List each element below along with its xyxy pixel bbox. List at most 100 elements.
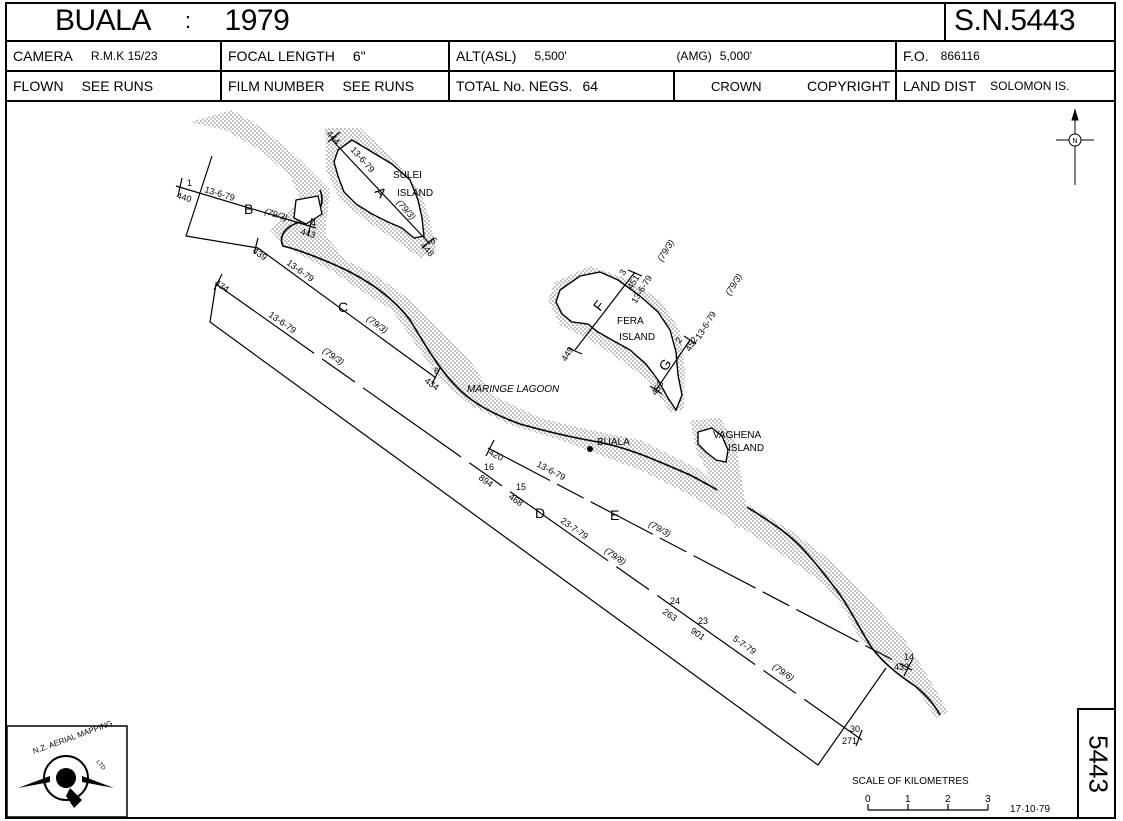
run-d-start: 434 (213, 277, 231, 294)
run-d-label-16: 16 (484, 462, 494, 472)
alt-asl-value: 5,500' (534, 49, 567, 63)
fo-cell: F.O. 866116 (897, 42, 1116, 72)
scale-tick-1: 1 (905, 794, 911, 805)
flight-plot-map: N SULEI ISLAND FERA ISLAND VAGHENA ISLAN… (7, 108, 1094, 817)
north-label: N (1072, 138, 1077, 145)
alt-asl-label: ALT(ASL) (456, 48, 517, 64)
fera-island-label: ISLAND (619, 332, 655, 343)
run-b-date: 13-6-79 (203, 184, 236, 203)
land-district-cell: LAND DIST SOLOMON IS. (897, 72, 1116, 102)
run-e-date: 13-6-79 (535, 459, 567, 482)
coverage-boundary (185, 155, 259, 249)
tick (421, 237, 435, 249)
scale-bar (867, 804, 989, 811)
maringe-lagoon-label: MARINGE LAGOON (467, 384, 560, 395)
run-d-film-b: (79/8) (603, 545, 628, 567)
run-b-end: 443 (299, 226, 316, 240)
run-e-end-top: 14 (904, 652, 914, 662)
run-e-end: 433 (894, 662, 909, 672)
altitude-cell: ALT(ASL) 5,500' (AMG) 5,000' (450, 42, 897, 72)
place-title: BUALA (55, 4, 151, 37)
run-g-line (655, 339, 691, 391)
tick (649, 385, 663, 395)
camera-value: R.M.K 15/23 (90, 49, 158, 63)
year-title: 1979 (224, 4, 290, 37)
run-g-date: 13-6-79 (693, 309, 718, 341)
scale-title: SCALE OF KILOMETRES (852, 776, 969, 787)
sheet-number-side-panel: 5443 (1077, 708, 1116, 817)
run-a-end-top: 5 (429, 236, 440, 246)
date-stamp: 17·10·79 (1010, 804, 1050, 815)
land-value: SOLOMON IS. (990, 79, 1070, 93)
run-f-line (574, 271, 636, 351)
map-sheet-border (5, 2, 1116, 819)
run-b-end-top: 4 (311, 218, 316, 228)
sulei-label: SULEI (393, 170, 422, 181)
camera-cell: CAMERA R.M.K 15/23 (5, 42, 222, 72)
negs-label: TOTAL No. NEGS. (456, 78, 573, 94)
film-cell: FILM NUMBER SEE RUNS (222, 72, 450, 102)
run-c-end: 434 (423, 376, 441, 393)
run-c-start: 439 (251, 246, 269, 263)
run-f-start: 449 (559, 345, 575, 363)
run-c-line (257, 247, 437, 379)
run-b-start-top: 1 (187, 178, 192, 188)
run-b-start: 440 (175, 190, 192, 204)
sulei-island-label: ISLAND (397, 188, 433, 199)
run-d-line (215, 283, 863, 741)
run-b-letter: B (244, 201, 253, 217)
title-row: BUALA : 1979 (5, 2, 948, 42)
tick (855, 729, 863, 747)
buala-town-marker (587, 446, 593, 452)
run-g-film: (79/3) (723, 272, 744, 297)
run-d-film-a: (79/3) (321, 345, 346, 367)
tick (213, 273, 223, 291)
focal-cell: FOCAL LENGTH 6" (222, 42, 450, 72)
tick (683, 335, 697, 345)
scale-tick-3: 3 (985, 794, 991, 805)
tick (253, 237, 259, 255)
vaghena-island-label: ISLAND (728, 443, 764, 454)
crown-text: CROWN (711, 78, 762, 94)
copyright-cell: CROWN COPYRIGHT (675, 72, 897, 102)
north-arrow-icon (1056, 108, 1094, 185)
flown-value: SEE RUNS (81, 78, 154, 94)
tick (327, 131, 341, 143)
negs-value: 64 (582, 78, 599, 94)
film-value: SEE RUNS (342, 78, 415, 94)
run-d-label-894: 894 (477, 472, 495, 489)
flown-label: FLOWN (13, 78, 64, 94)
vaghena-label: VAGHENA (713, 430, 761, 441)
run-d-film-c: (79/6) (771, 661, 796, 683)
copyright-text: COPYRIGHT (807, 78, 891, 94)
focal-value: 6" (352, 48, 366, 64)
tick (307, 217, 313, 237)
run-d-label-24: 24 (670, 596, 680, 606)
tick (567, 347, 583, 355)
run-e-letter: E (610, 507, 619, 523)
run-d-label-30: 30 (850, 724, 860, 734)
camera-label: CAMERA (13, 48, 73, 64)
title-separator: : (184, 8, 191, 33)
buala-town-label: BUALA (597, 437, 630, 448)
alt-amg-label: (AMG) (676, 49, 712, 63)
sheet-number-cell: S.N.5443 (944, 2, 1116, 42)
run-f-film: (79/3) (655, 238, 676, 263)
sheet-number: S.N.5443 (954, 4, 1076, 37)
vaghena-island (697, 427, 729, 463)
land-label: LAND DIST (903, 78, 977, 94)
run-c-film: (79/3) (365, 314, 390, 336)
run-a-line (331, 139, 431, 245)
scale-tick-2: 2 (945, 794, 951, 805)
run-d-date-c: 5-7-79 (731, 633, 758, 656)
fera-island (555, 271, 683, 412)
tick (177, 177, 183, 197)
run-e-line (487, 447, 913, 671)
film-label: FILM NUMBER (228, 78, 325, 94)
negs-cell: TOTAL No. NEGS. 64 (450, 72, 675, 102)
coastline (280, 189, 941, 716)
tick (903, 659, 913, 677)
run-d-label-15: 15 (516, 482, 526, 492)
title-block: BUALA : 1979 S.N.5443 CAMERA R.M.K 15/23… (5, 2, 1116, 102)
run-f-end-top: 3 (617, 268, 628, 278)
